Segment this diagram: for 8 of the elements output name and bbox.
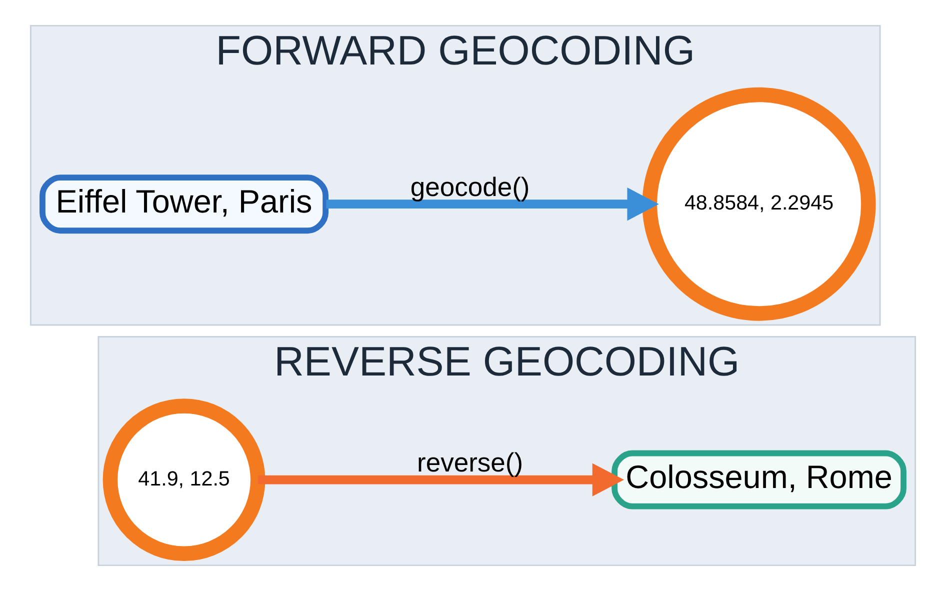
node-box: Colosseum, Rome (611, 450, 906, 510)
node-box: Eiffel Tower, Paris (39, 174, 328, 234)
arrow (257, 463, 624, 496)
arrow (326, 187, 658, 221)
edge-label: geocode() (410, 172, 530, 202)
node-circle: 41.9, 12.5 (102, 398, 265, 562)
edge-label: reverse() (416, 448, 523, 478)
node-circle: 48.8584, 2.2945 (642, 87, 876, 321)
